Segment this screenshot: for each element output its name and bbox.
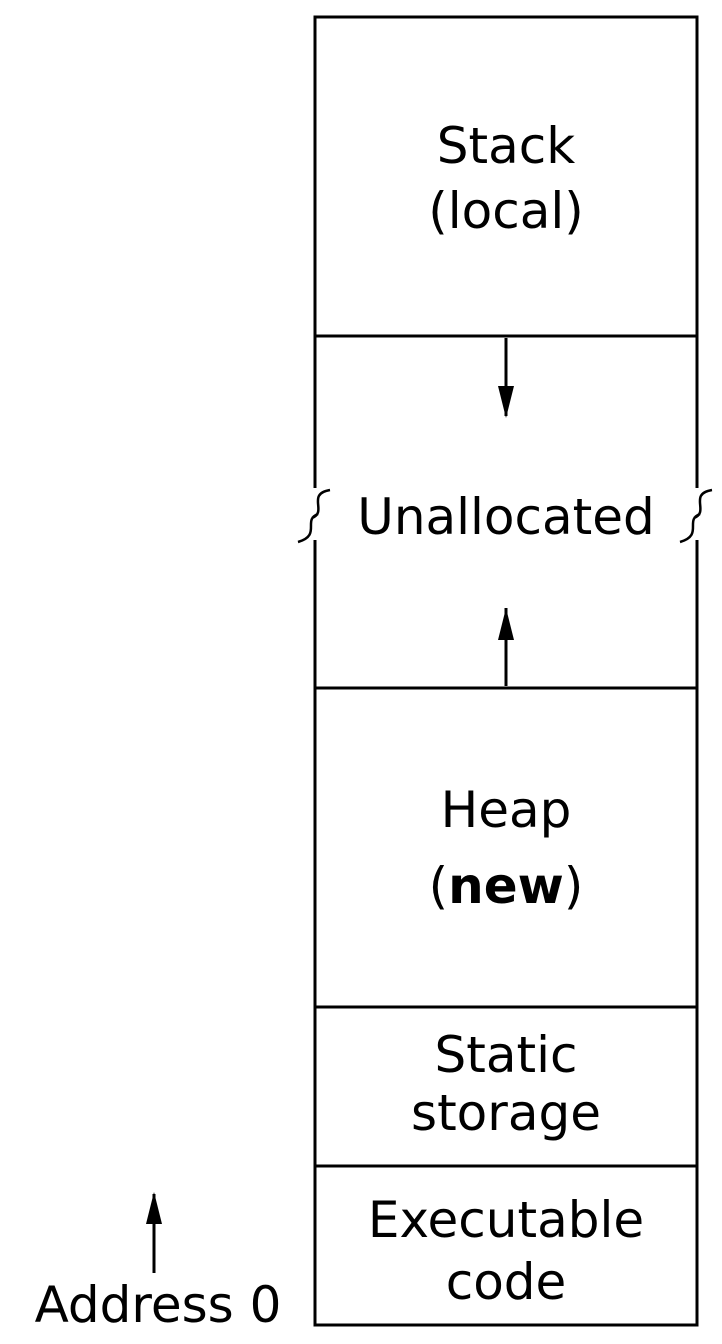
static-sublabel: storage	[411, 1084, 601, 1142]
address-arrowhead-icon	[146, 1192, 162, 1224]
heap-sublabel: (new)	[429, 857, 584, 915]
heap-paren-close: )	[564, 857, 584, 915]
code-label: Executable	[368, 1191, 644, 1249]
stack-label: Stack	[437, 117, 575, 175]
stack-growth-arrowhead-icon	[498, 386, 514, 418]
stack-sublabel: (local)	[428, 182, 584, 240]
heap-label: Heap	[441, 781, 572, 839]
heap-paren-open: (	[429, 857, 449, 915]
unallocated-label: Unallocated	[357, 488, 655, 546]
address-zero-label: Address 0	[35, 1276, 282, 1334]
break-mark-left-icon	[297, 512, 319, 544]
code-sublabel: code	[446, 1253, 567, 1311]
heap-growth-arrowhead-icon	[498, 608, 514, 640]
static-label: Static	[435, 1026, 578, 1084]
break-mark-right-icon	[679, 512, 701, 544]
heap-new-keyword: new	[448, 857, 564, 915]
